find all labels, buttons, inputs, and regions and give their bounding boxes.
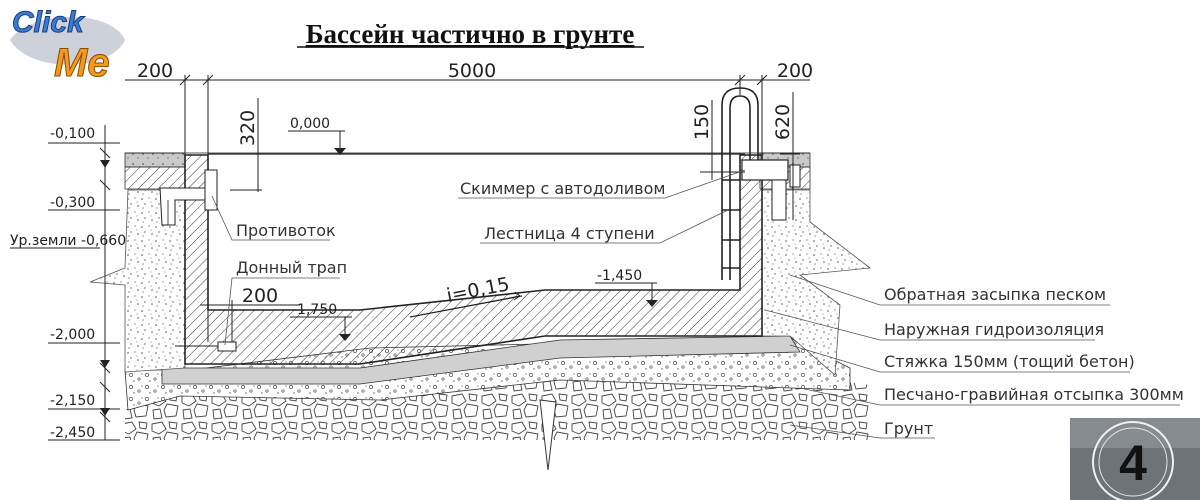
callout-gravel: Песчано-гравийная отсыпка 300мм bbox=[884, 385, 1184, 404]
backfill-right bbox=[761, 189, 872, 376]
page-number-badge: 4 bbox=[1070, 418, 1200, 500]
level-l6: -2,450 bbox=[50, 425, 95, 441]
callout-drain: Донный трап bbox=[236, 258, 347, 277]
dim-top-right: 200 bbox=[777, 60, 813, 82]
click-me-logo[interactable]: Click Me bbox=[10, 6, 125, 86]
bottom-drain bbox=[217, 341, 237, 352]
dim-drain-200: 200 bbox=[242, 285, 278, 307]
skimmer bbox=[741, 159, 801, 221]
level-shallow: -1,450 bbox=[597, 268, 642, 284]
dim-wall-depth: 320 bbox=[237, 110, 259, 146]
soil-layer bbox=[125, 418, 870, 440]
callout-backfill: Обратная засыпка песком bbox=[884, 285, 1106, 304]
level-l1: -0,100 bbox=[50, 126, 95, 142]
level-top: 0,000 bbox=[290, 116, 330, 132]
lean-concrete-screed bbox=[161, 335, 801, 385]
left-level-lines bbox=[10, 125, 120, 441]
callout-ladder: Лестница 4 ступени bbox=[484, 224, 655, 243]
level-l5: -2,150 bbox=[50, 393, 95, 409]
dim-top-left: 200 bbox=[137, 60, 173, 82]
page-title: Бассейн частично в грунте bbox=[306, 19, 635, 49]
callout-screed: Стяжка 150мм (тощий бетон) bbox=[884, 352, 1135, 371]
logo-line1: Click bbox=[12, 6, 85, 39]
callout-skimmer: Скиммер с автодоливом bbox=[460, 179, 665, 198]
dim-right-150: 150 bbox=[691, 104, 713, 140]
callout-waterproof: Наружная гидроизоляция bbox=[884, 320, 1104, 339]
callout-soil: Грунт bbox=[884, 419, 933, 438]
dim-right-620: 620 bbox=[772, 104, 794, 140]
callout-counterflow: Противоток bbox=[236, 221, 336, 240]
level-l2: -0,300 bbox=[50, 195, 95, 211]
level-deep: -1,750 bbox=[292, 302, 337, 318]
top-dimension-lines bbox=[125, 74, 810, 342]
level-ground: Ур.земли -0,660 bbox=[10, 233, 126, 249]
dim-top-width: 5000 bbox=[448, 60, 496, 82]
badge-number: 4 bbox=[1119, 435, 1147, 491]
level-l4: -2,000 bbox=[50, 327, 95, 343]
logo-line2: Me bbox=[54, 41, 110, 85]
